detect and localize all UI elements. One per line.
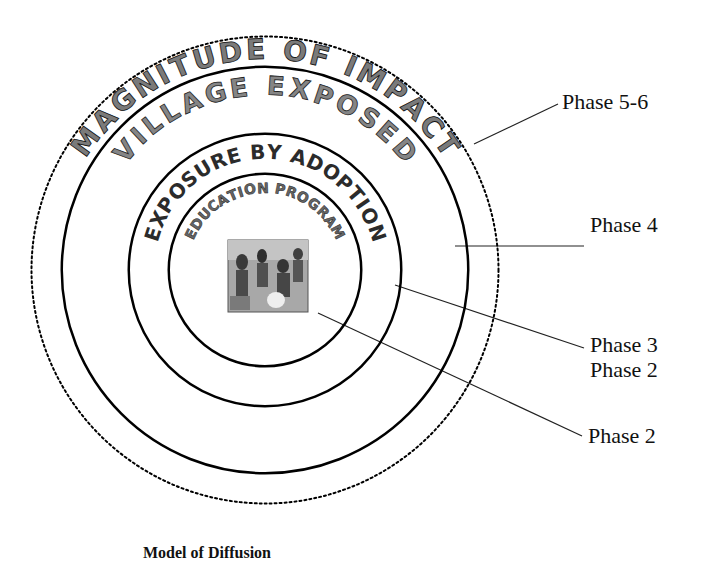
- label-slot: Phase 2: [588, 424, 656, 448]
- ring-letter: O: [281, 37, 308, 68]
- ring-letter: Y: [266, 142, 282, 163]
- ring-letter: E: [266, 73, 285, 100]
- leader-line: [395, 285, 584, 348]
- phase-label: Phase 5-6: [562, 90, 648, 114]
- phase-label: Phase 2: [588, 424, 656, 448]
- diffusion-ring: EDUCATION PROGRAM: [167, 172, 363, 368]
- ring-letter: B: [250, 142, 266, 163]
- label-slot: Phase 3: [590, 333, 658, 357]
- ring-letter: G: [201, 77, 229, 108]
- phase-label: Phase 2: [590, 358, 658, 382]
- ring-letter: [268, 36, 279, 64]
- ring-letter: E: [229, 74, 250, 102]
- label-slot: Phase 5-6: [562, 90, 648, 114]
- caption-slot: Model of Diffusion: [143, 544, 271, 562]
- diffusion-ring: MAGNITUDE OF IMPACTVILLAGE EXPOSEDEXPOSU…: [30, 35, 500, 505]
- ring-letter: X: [287, 75, 312, 104]
- ring-title: EDUCATION PROGRAM: [177, 174, 352, 248]
- ring-letter: E: [245, 36, 265, 65]
- diffusion-ring: VILLAGE EXPOSEDEXPOSURE BY ADOPTIONEDUCA…: [60, 65, 470, 475]
- leader-line: [318, 313, 582, 436]
- ring-circle: [62, 67, 469, 474]
- caption: Model of Diffusion: [143, 544, 271, 562]
- leader-line: [455, 245, 584, 246]
- center-photo: [228, 240, 308, 312]
- leader-lines: [318, 104, 584, 436]
- phase-label: Phase 3: [590, 333, 658, 357]
- label-slot: Phase 4: [590, 213, 658, 237]
- ring-circle: [32, 37, 499, 504]
- ring-letter: [252, 73, 262, 99]
- ring-outline: [167, 172, 363, 368]
- ring-letter: O: [243, 181, 257, 197]
- ring-letter: D: [217, 37, 244, 68]
- ring-circle: [169, 174, 362, 367]
- ring-letter: U: [189, 42, 219, 75]
- ring-outline: [60, 65, 470, 475]
- ring-letter: N: [257, 181, 269, 195]
- leader-line: [474, 104, 558, 144]
- ring-letter: F: [307, 41, 332, 73]
- ring-circle: [129, 134, 402, 407]
- diffusion-ring: EXPOSURE BY ADOPTIONEDUCATION PROGRAM: [127, 132, 403, 408]
- phase-label: Phase 4: [590, 213, 658, 237]
- label-slot: Phase 2: [590, 358, 658, 382]
